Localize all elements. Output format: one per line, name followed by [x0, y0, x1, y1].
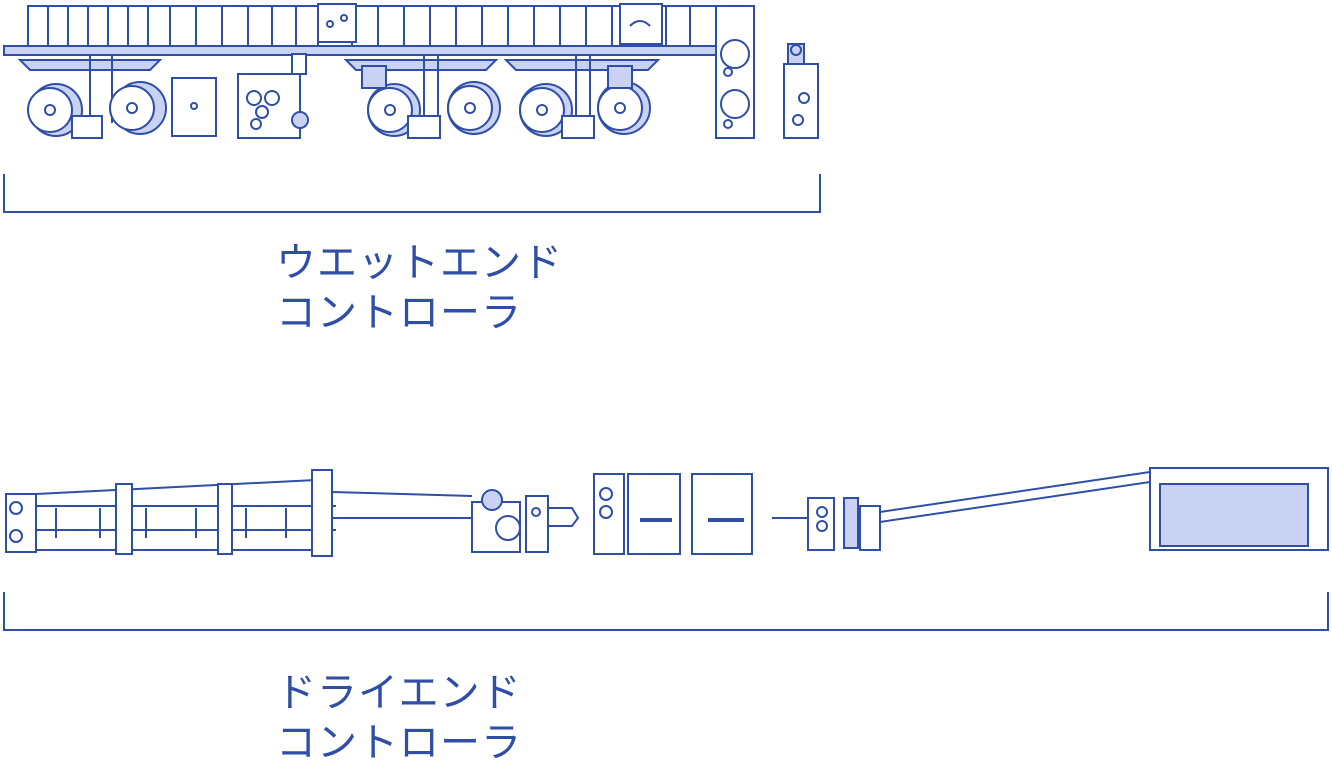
wet-end-label-line-2: コントローラ	[276, 290, 522, 336]
wet-end-bridge	[3, 3, 717, 56]
wet-end-preheater	[715, 5, 755, 139]
dry-end-bracket	[3, 592, 1329, 631]
wet-end-controller-label: ウエットエンド コントローラ	[276, 238, 563, 338]
dry-end-machinery	[3, 467, 1329, 631]
wet-end-machinery	[3, 3, 821, 213]
single-facer-2	[343, 55, 501, 139]
dry-end-label-line-2: コントローラ	[276, 720, 522, 766]
slitter-scorer	[593, 473, 753, 555]
cut-off-knife	[772, 497, 881, 551]
dry-end-label-line-1: ドライエンド	[276, 670, 522, 716]
double-backer	[5, 469, 580, 557]
dry-end-controller-label: ドライエンド コントローラ	[276, 668, 522, 768]
wet-end-glue-station	[783, 43, 819, 139]
single-facer-3	[503, 55, 661, 139]
stacker	[879, 467, 1329, 551]
wet-end-bracket	[3, 174, 821, 213]
wet-end-label-line-1: ウエットエンド	[276, 240, 563, 286]
single-facer-1	[17, 53, 309, 139]
